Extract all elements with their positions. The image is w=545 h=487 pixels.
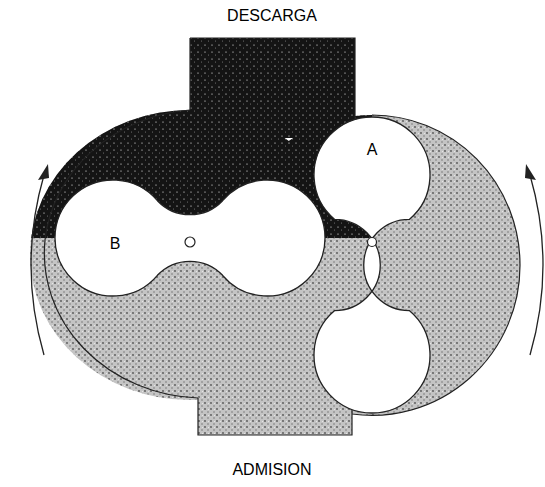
rotor-label: A xyxy=(367,141,378,159)
rotor-b xyxy=(55,180,325,296)
shaft-a xyxy=(368,238,377,247)
shaft-b xyxy=(185,237,195,247)
rotor-a xyxy=(314,117,430,413)
port-label: DESCARGA xyxy=(227,7,317,25)
arrow-head xyxy=(525,164,536,180)
arrow-head xyxy=(38,164,49,180)
rotor-label: B xyxy=(110,235,121,253)
rotation-arrows xyxy=(31,175,543,355)
casing-outline xyxy=(44,38,520,435)
port-label: ADMISION xyxy=(232,461,311,479)
